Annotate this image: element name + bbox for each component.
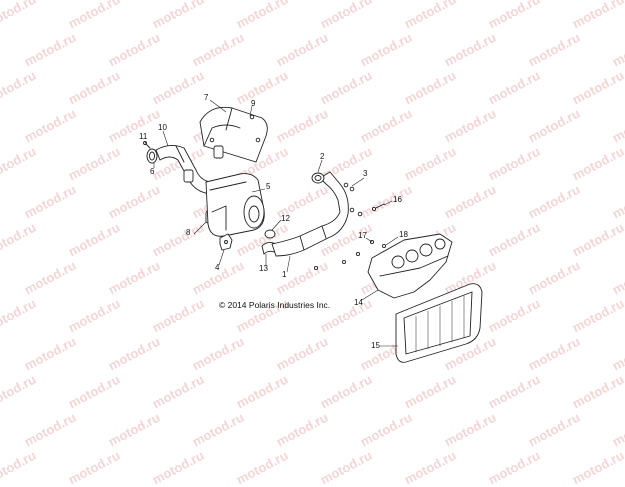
callout-6: 6 (150, 167, 155, 176)
callout-3: 3 (363, 169, 368, 178)
outlet-gasket (264, 229, 276, 239)
pipe-gasket (146, 148, 158, 164)
lower-heat-shield (395, 283, 483, 363)
callout-18: 18 (399, 230, 408, 239)
callout-14: 14 (354, 298, 363, 307)
callout-17: 17 (358, 231, 367, 240)
callout-4: 4 (215, 263, 220, 272)
callout-12: 12 (281, 214, 290, 223)
callout-15: 15 (371, 341, 380, 350)
nuts-3 (343, 182, 363, 217)
heat-shield-upper (199, 106, 268, 163)
callout-8: 8 (186, 228, 191, 237)
callout-1: 1 (282, 270, 287, 279)
engine-heat-shield (367, 233, 453, 299)
head-pipe (271, 171, 349, 257)
callout-10: 10 (158, 123, 167, 132)
callout-2: 2 (320, 152, 325, 161)
callout-11: 11 (139, 132, 148, 141)
exhaust-gasket-2 (311, 172, 325, 184)
bracket-4 (219, 233, 233, 251)
callout-7: 7 (204, 93, 209, 102)
muffler (205, 173, 265, 237)
leader-lines (144, 99, 399, 347)
callout-9: 9 (251, 99, 256, 108)
bolt-11 (143, 141, 151, 149)
exhaust-diagram (143, 99, 483, 363)
callout-16: 16 (393, 195, 402, 204)
callout-13: 13 (259, 264, 268, 273)
copyright-notice: © 2014 Polaris Industries Inc. (219, 300, 331, 310)
callout-5: 5 (266, 182, 271, 191)
bolt-16 (371, 203, 385, 212)
